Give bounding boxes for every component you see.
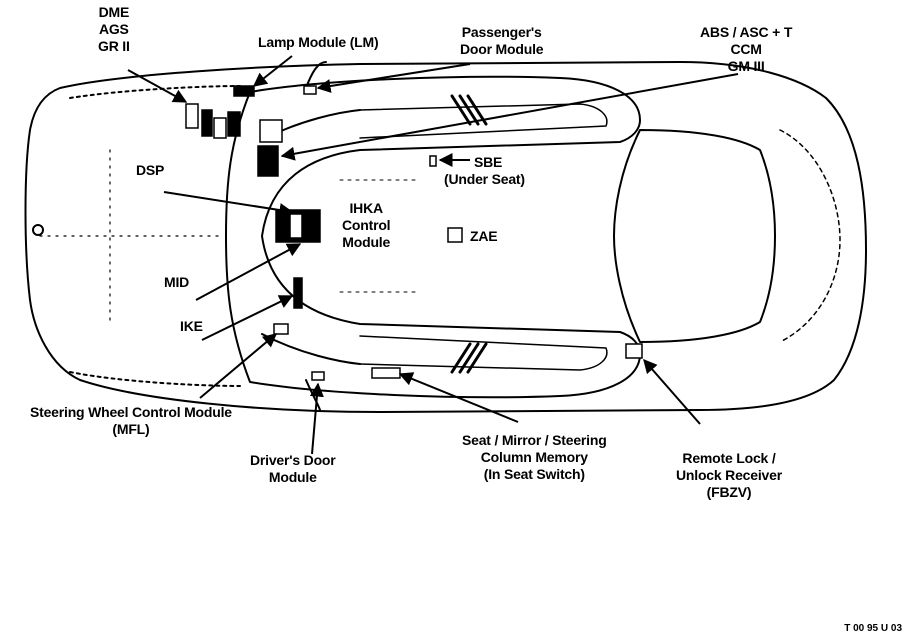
leader-dme (127, 69, 188, 103)
sbe-module (429, 155, 437, 167)
driver-mirror (305, 379, 321, 411)
label-driver-door-module: Driver's Door Module (250, 452, 336, 485)
label-seat-memory: Seat / Mirror / Steering Column Memory (… (462, 432, 607, 482)
leader-remote (643, 358, 701, 425)
leader-abs (280, 73, 739, 161)
dme-module (185, 103, 199, 129)
label-dme: DME AGS GR II (98, 4, 130, 54)
leader-mfl (199, 333, 278, 399)
ccm-cluster (259, 119, 283, 143)
label-passenger-door-module: Passenger's Door Module (460, 24, 544, 57)
label-sbe: SBE (Under Seat) (444, 154, 525, 187)
label-ihka: IHKA Control Module (342, 200, 391, 250)
leader-dsp (163, 191, 294, 217)
leader-passenger-door (316, 63, 471, 93)
rear-window (613, 129, 776, 343)
car-body-outline (24, 61, 867, 413)
leader-lamp (252, 55, 293, 87)
label-zae: ZAE (470, 228, 498, 244)
cabin-outline (225, 75, 641, 399)
passenger-door-module (303, 85, 317, 95)
label-dsp: DSP (136, 162, 165, 178)
zae-module (447, 227, 463, 243)
label-mfl: Steering Wheel Control Module (MFL) (30, 404, 232, 437)
figure-reference: T 00 95 U 03 (844, 623, 902, 634)
emblem-icon (32, 224, 44, 236)
passenger-mirror (305, 61, 327, 89)
label-ike: IKE (180, 318, 203, 334)
driver-door-module (311, 371, 325, 381)
seat-memory-module (371, 367, 401, 379)
label-abs-ccm-gm: ABS / ASC + T CCM GM III (700, 24, 793, 74)
leader-driver-door (309, 382, 324, 455)
leader-mid (195, 243, 302, 301)
leader-ike (201, 295, 294, 341)
fbzv-module (625, 343, 643, 359)
leader-seat (398, 372, 519, 423)
lamp-module (233, 85, 255, 97)
label-lamp-module: Lamp Module (LM) (258, 34, 379, 50)
label-remote-lock: Remote Lock / Unlock Receiver (FBZV) (676, 450, 782, 500)
label-mid: MID (164, 274, 190, 290)
ike-module (293, 277, 303, 309)
mfl-module (273, 323, 289, 335)
